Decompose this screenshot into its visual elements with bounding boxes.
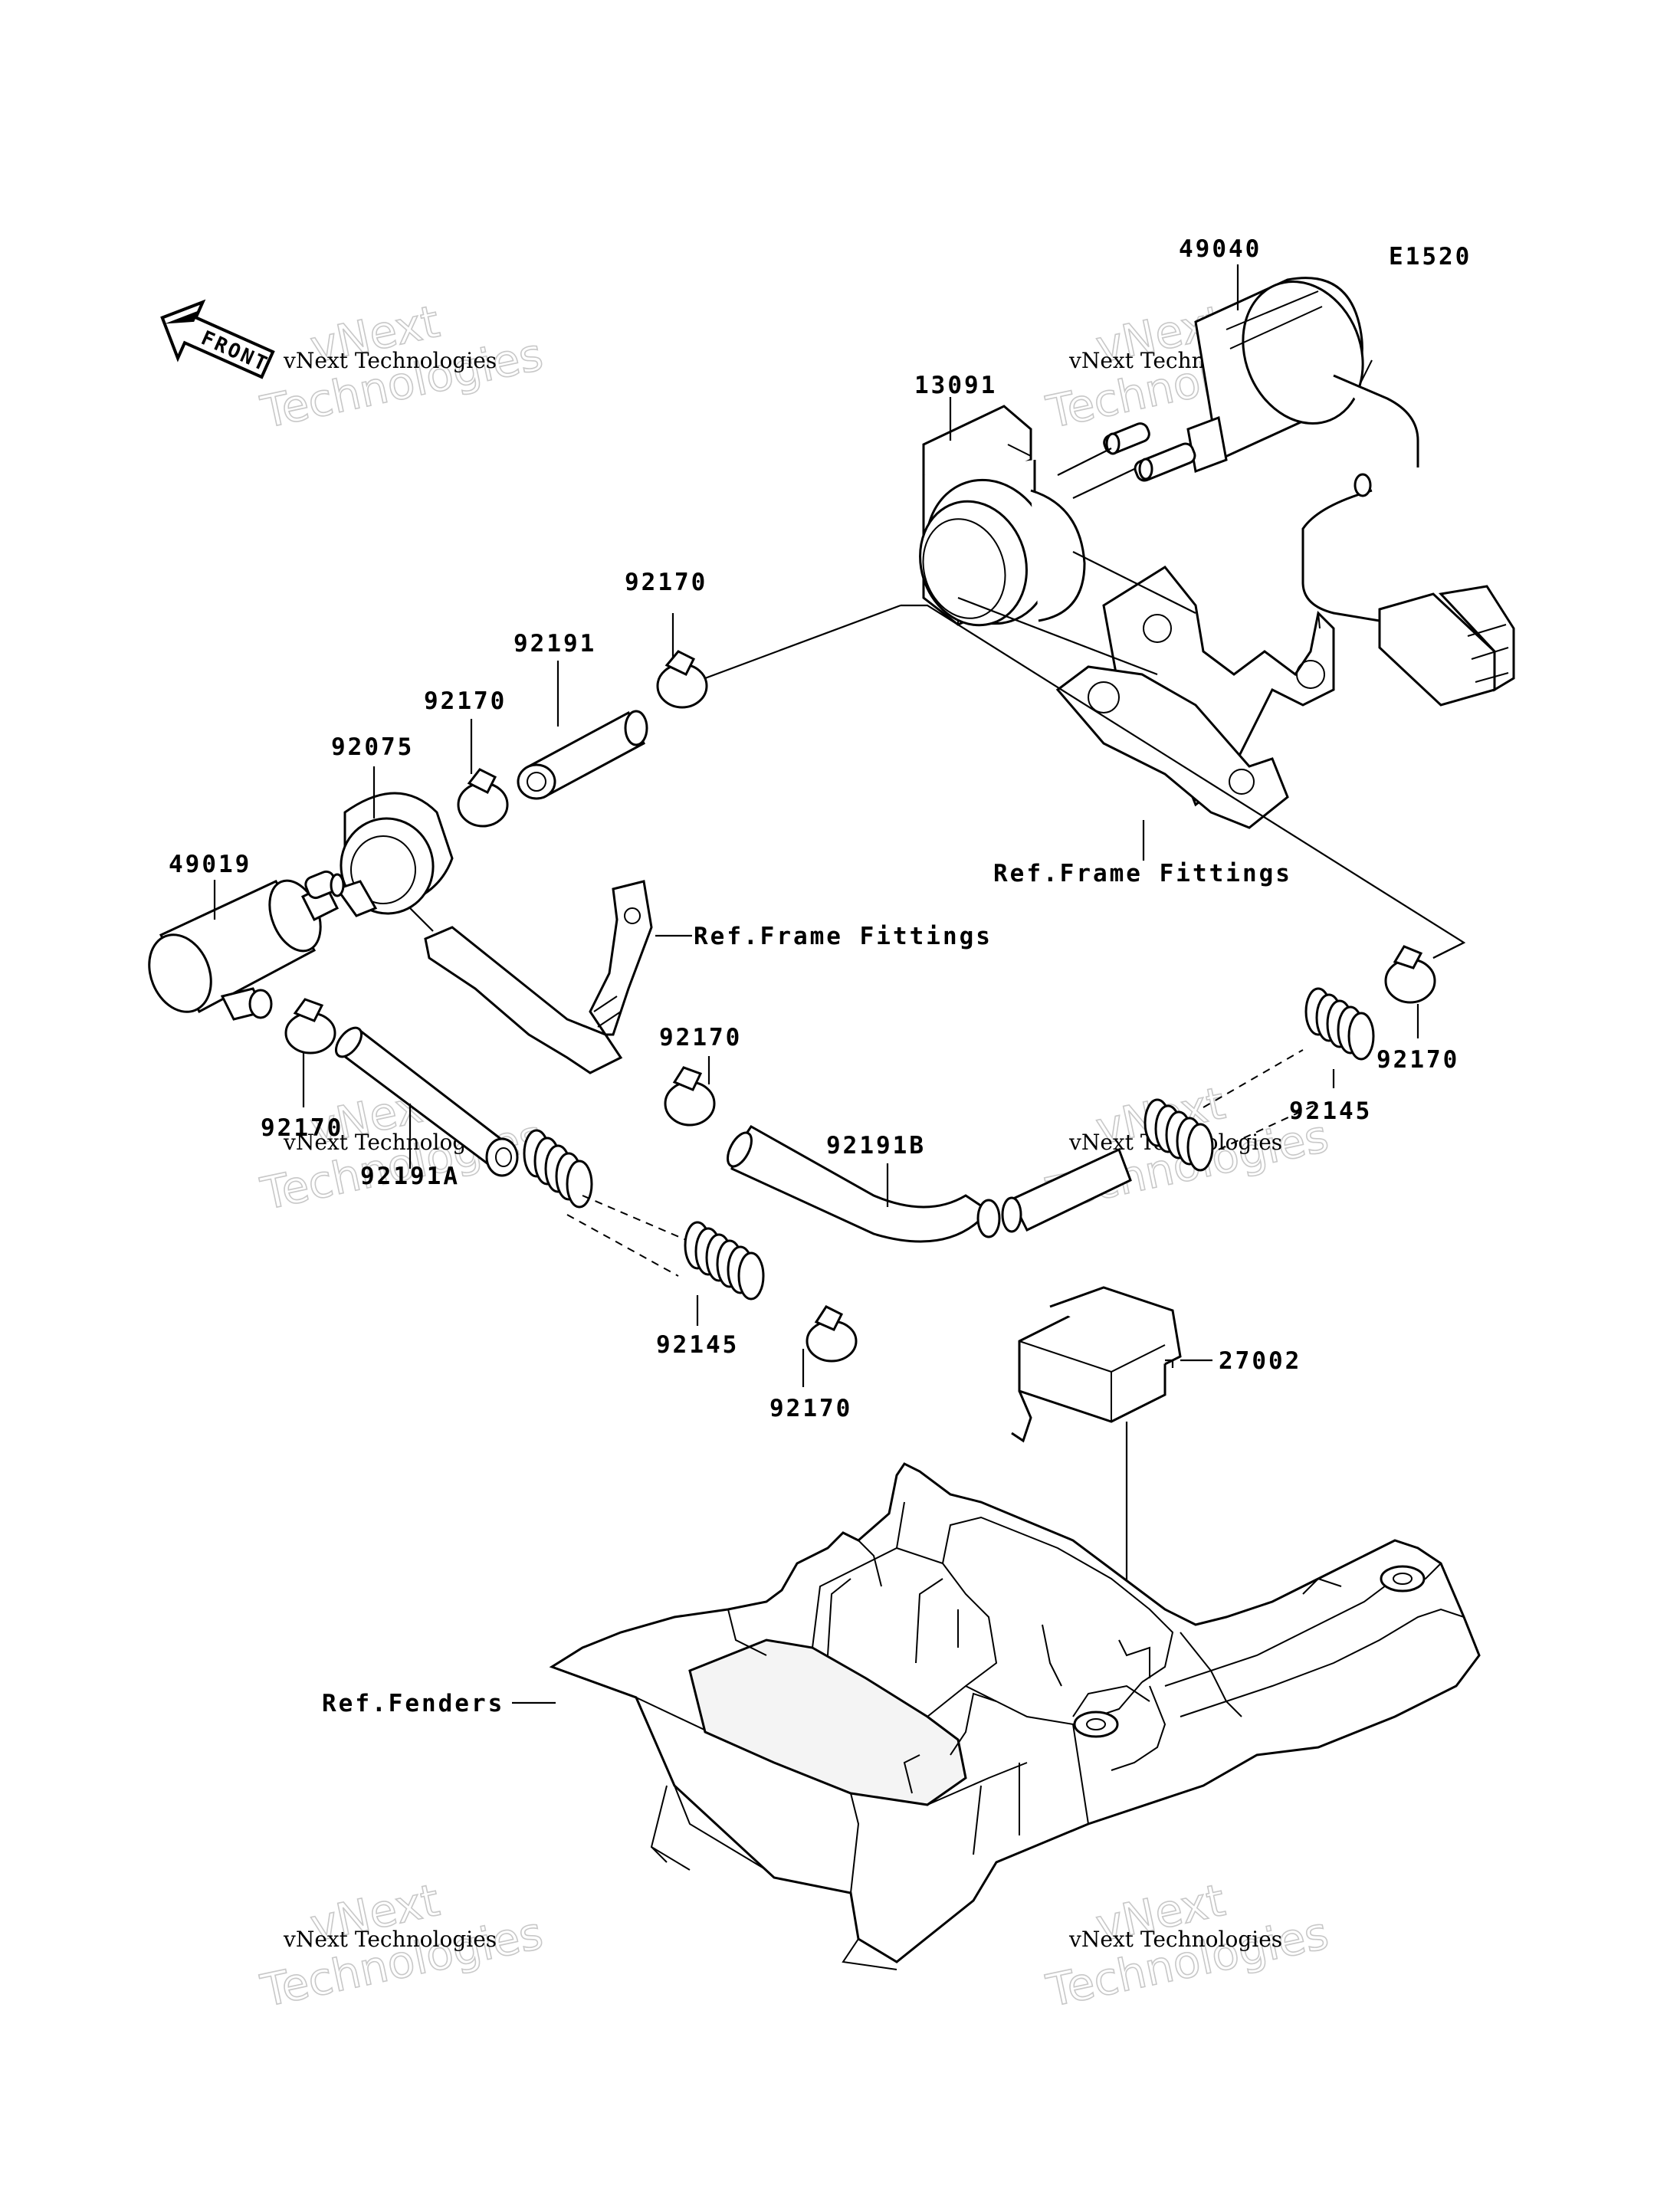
spring-92145-b (1144, 987, 1375, 1172)
part-label-92170-b: 92170 (424, 687, 507, 715)
watermark-6: Technologies vNext vNext Technologies (1042, 1873, 1334, 2018)
part-label-92191b: 92191B (826, 1132, 926, 1160)
ref-frame-fittings-1: Ref.Frame Fittings (993, 860, 1292, 887)
part-label-92191a: 92191A (360, 1163, 460, 1190)
watermark-5: Technologies vNext vNext Technologies (256, 1873, 548, 2018)
part-label-49019: 49019 (169, 851, 251, 878)
clamp-92170-c (284, 998, 336, 1107)
diagram-code: E1520 (1389, 243, 1472, 271)
clamp-92170-a (656, 604, 901, 709)
clamp-92170-e (664, 1056, 716, 1127)
part-label-92145-b: 92145 (1289, 1097, 1372, 1125)
part-label-92170-e: 92170 (659, 1024, 742, 1051)
watermark-text: vNext Technologies (1068, 1927, 1282, 1952)
clamp-92170-f (1384, 942, 1465, 1038)
clamp-92170-d (802, 1305, 858, 1387)
hose-92191b (727, 1125, 1132, 1243)
part-label-92170-a: 92170 (625, 569, 707, 596)
holder-92075 (335, 766, 454, 917)
ref-fenders: Ref.Fenders (322, 1690, 504, 1717)
watermark-1: Technologies vNext vNext Technologies (256, 294, 548, 439)
spring-92145-a (523, 1129, 765, 1326)
watermark-text: vNext Technologies (283, 1927, 497, 1952)
part-label-13091: 13091 (914, 372, 997, 399)
watermark-text: vNext Technologies (283, 348, 497, 373)
part-label-49040: 49040 (1179, 235, 1262, 263)
frame-bracket-left (409, 880, 692, 1074)
part-label-92191: 92191 (514, 630, 596, 658)
hose-92191a (334, 1026, 519, 1177)
relay-27002 (1011, 1286, 1212, 1655)
clamp-92170-b (457, 719, 509, 828)
fuel-filter-49019 (148, 870, 345, 1021)
part-label-92170-d: 92170 (769, 1395, 852, 1422)
hose-92191 (517, 661, 648, 800)
part-label-92170-c: 92170 (261, 1114, 343, 1142)
ref-frame-fittings-2: Ref.Frame Fittings (694, 923, 993, 950)
part-label-92075: 92075 (331, 733, 414, 761)
fuel-pump-49040 (1057, 264, 1515, 707)
part-label-27002: 27002 (1219, 1347, 1301, 1375)
front-arrow-icon: FRONT (160, 299, 275, 379)
fender-tray (549, 1462, 1481, 1970)
part-label-92170-f: 92170 (1376, 1046, 1459, 1074)
part-label-92145-a: 92145 (656, 1331, 739, 1359)
